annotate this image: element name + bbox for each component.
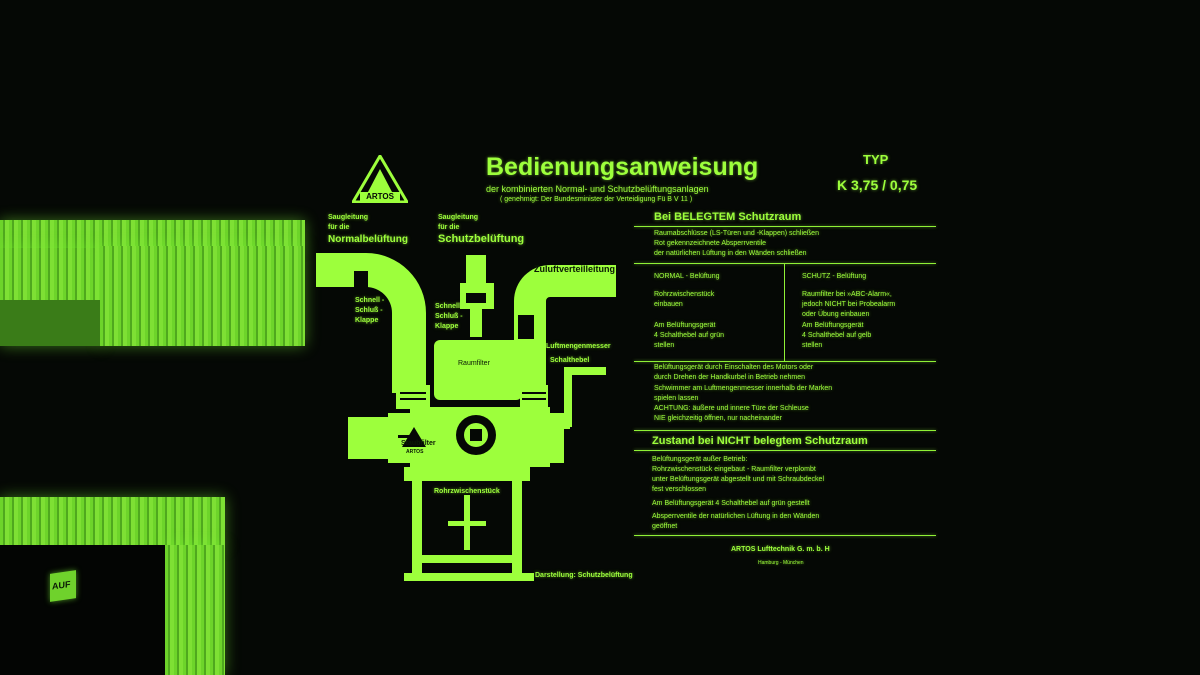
- label-klappe-left-1: Schnell -: [355, 297, 385, 304]
- section1-title: Bei BELEGTEM Schutzraum: [654, 211, 802, 223]
- note-5: NIE gleichzeitig öffnen, nur nacheinande…: [654, 415, 782, 422]
- label-klappe-mid-2: Schluß -: [435, 313, 463, 320]
- note-4: ACHTUNG: äußere und innere Türe der Schl…: [654, 405, 809, 412]
- divider-modes-top: [634, 263, 936, 264]
- label-luftmengenmesser: Luftmengenmesser: [546, 343, 611, 350]
- section2-line-3: fest verschlossen: [652, 486, 707, 493]
- divider-modes-vertical: [784, 263, 785, 361]
- door-auf-sign: AUF: [50, 570, 76, 602]
- note-1: durch Drehen der Handkurbel in Betrieb n…: [654, 374, 805, 381]
- divider-section2: [634, 430, 936, 431]
- instruction-sign: ARTOS Bedienungsanweisung der kombiniert…: [300, 145, 950, 595]
- divider-footer: [634, 535, 936, 536]
- glowing-door-frame-top: [0, 497, 225, 547]
- sign-title: Bedienungsanweisung: [486, 153, 759, 181]
- label-staubfilter: Staubfilter: [401, 440, 436, 447]
- section2-title: Zustand bei NICHT belegtem Schutzraum: [652, 435, 868, 447]
- section2-line-6: geöffnet: [652, 523, 678, 530]
- label-schutz-3: Schutzbelüftung: [438, 233, 525, 245]
- divider-notes-top: [634, 361, 936, 362]
- schutz-line-0: Raumfilter bei »ABC-Alarm«,: [802, 291, 892, 298]
- divider-section1: [634, 226, 936, 227]
- ventilation-unit-diagram: [316, 253, 616, 581]
- note-2: Schwimmer am Luftmengenmesser innerhalb …: [654, 385, 833, 392]
- label-klappe-left-3: Klappe: [355, 317, 379, 324]
- label-zuluft: Zuluftverteilleitung: [534, 264, 615, 274]
- note-3: spielen lassen: [654, 395, 699, 402]
- normal-line-4: 4 Schalthebel auf grün: [654, 332, 725, 339]
- normal-heading: NORMAL - Belüftung: [654, 273, 720, 280]
- glowing-wall-beam-lower: [100, 246, 305, 346]
- schutz-line-1: jedoch NICHT bei Probealarm: [802, 301, 896, 308]
- label-schalthebel: Schalthebel: [550, 357, 590, 364]
- normal-line-0: Rohrzwischenstück: [654, 291, 715, 298]
- normal-line-5: stellen: [654, 342, 675, 349]
- label-klappe-mid-3: Klappe: [435, 323, 459, 330]
- note-0: Belüftungsgerät durch Einschalten des Mo…: [654, 364, 814, 371]
- sign-approval: ( genehmigt: Der Bundesminister der Vert…: [500, 196, 693, 203]
- typ-label: TYP: [863, 152, 889, 167]
- section2-line-1: Rohrzwischenstück eingebaut - Raumfilter…: [652, 466, 816, 473]
- schutz-line-5: stellen: [802, 342, 823, 349]
- section2-line-0: Belüftungsgerät außer Betrieb:: [652, 456, 748, 463]
- label-klappe-left-2: Schluß -: [355, 307, 383, 314]
- artos-logo: ARTOS: [350, 153, 410, 204]
- door-opening: [0, 545, 165, 675]
- section1-intro-2: der natürlichen Lüftung in den Wänden sc…: [654, 250, 807, 257]
- wall-shadow-gap: [0, 300, 100, 346]
- normal-line-3: Am Belüftungsgerät: [654, 322, 716, 329]
- divider-section2-bottom: [634, 450, 936, 451]
- section2-line-4: Am Belüftungsgerät 4 Schalthebel auf grü…: [652, 500, 810, 507]
- schutz-line-2: oder Übung einbauen: [802, 311, 870, 318]
- label-schutz-1: Saugleitung: [438, 214, 479, 221]
- schutz-line-4: 4 Schalthebel auf gelb: [802, 332, 872, 339]
- label-darstellung: Darstellung: Schutzbelüftung: [535, 572, 633, 579]
- sign-subtitle: der kombinierten Normal- und Schutzbelüf…: [486, 184, 709, 194]
- company-name: ARTOS Lufttechnik G. m. b. H: [731, 546, 830, 553]
- label-normal-3: Normalbelüftung: [328, 234, 408, 245]
- section2-line-2: unter Belüftungsgerät abgestellt und mit…: [652, 476, 824, 483]
- label-schutz-2: für die: [438, 224, 460, 231]
- label-rohrzwischen: Rohrzwischenstück: [434, 488, 500, 495]
- label-staubfilter-badge: ARTOS: [406, 449, 424, 455]
- glowing-door-frame-side: [165, 545, 225, 675]
- label-normal-1: Saugleitung: [328, 214, 369, 221]
- section1-intro-0: Raumabschlüsse (LS-Türen und -Klappen) s…: [654, 230, 819, 237]
- label-klappe-mid-1: Schnell -: [435, 303, 465, 310]
- schutz-line-3: Am Belüftungsgerät: [802, 322, 864, 329]
- company-city: Hamburg - München: [758, 560, 804, 566]
- typ-value: K 3,75 / 0,75: [837, 177, 918, 193]
- schutz-heading: SCHUTZ - Belüftung: [802, 273, 867, 280]
- section2-line-5: Absperrventile der natürlichen Lüftung i…: [652, 513, 820, 520]
- label-normal-2: für die: [328, 224, 350, 231]
- normal-line-1: einbauen: [654, 301, 683, 308]
- section1-intro-1: Rot gekennzeichnete Absperrventile: [654, 240, 767, 247]
- door-auf-label: AUF: [52, 578, 71, 592]
- glowing-wall-beam-top: [0, 220, 305, 248]
- artos-logo-text: ARTOS: [360, 192, 400, 201]
- label-raumfilter: Raumfilter: [458, 360, 490, 367]
